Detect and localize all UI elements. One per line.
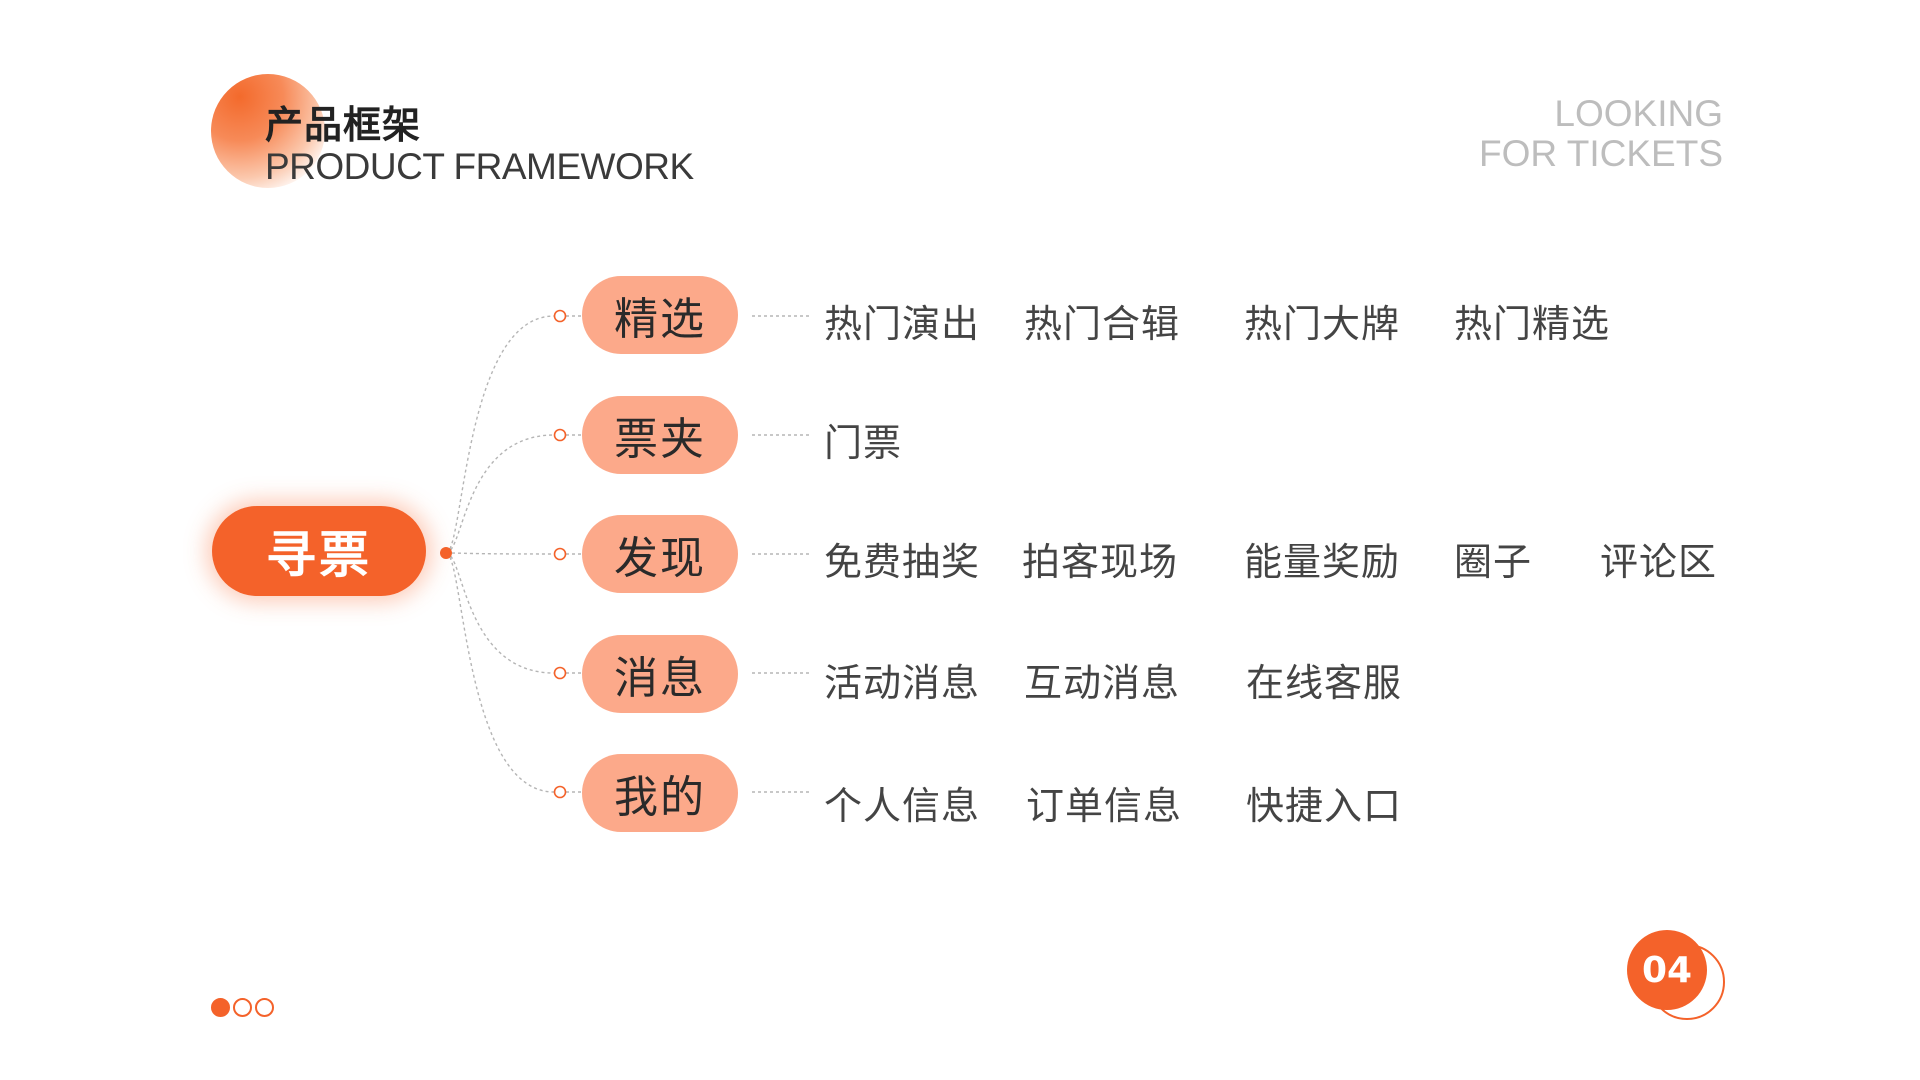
leaf-item: 免费抽奖: [824, 540, 981, 584]
leaf-item: 圈子: [1454, 540, 1533, 584]
leaf-item: 热门精选: [1454, 302, 1611, 346]
leaf-item: 热门合辑: [1024, 302, 1181, 346]
leaf-item: 个人信息: [824, 784, 981, 828]
leaf-item: 订单信息: [1026, 784, 1183, 828]
leaf-item: 拍客现场: [1022, 540, 1179, 584]
leaf-item: 快捷入口: [1246, 784, 1403, 828]
branch-connector-dot: [553, 309, 567, 323]
leaf-item: 门票: [824, 421, 903, 465]
root-node: 寻票: [212, 506, 426, 596]
leaf-item: 热门大牌: [1244, 302, 1401, 346]
branch-connector-dot: [553, 428, 567, 442]
pager-dot: [255, 998, 274, 1017]
root-connector-dot: [440, 547, 452, 559]
leaf-item: 评论区: [1600, 540, 1718, 584]
branch-connector-dot: [553, 785, 567, 799]
page-subtitle: PRODUCT FRAMEWORK: [265, 146, 694, 187]
branch-connector-dot: [553, 666, 567, 680]
root-to-branch-connector: [445, 552, 555, 555]
branch-node-3: 发现: [582, 515, 738, 593]
root-to-branch-connector: [445, 434, 555, 554]
branch-node-5: 我的: [582, 754, 738, 832]
root-to-branch-connector: [445, 552, 555, 793]
page-title: 产品框架: [265, 103, 422, 147]
branch-node-4: 消息: [582, 635, 738, 713]
branch-node-1: 精选: [582, 276, 738, 354]
page-number-badge: 04: [1627, 930, 1725, 1026]
leaf-item: 能量奖励: [1244, 540, 1401, 584]
corner-caption-line-2: FOR TICKETS: [1479, 133, 1723, 174]
corner-caption-line-1: LOOKING: [1554, 93, 1723, 134]
branch-node-2: 票夹: [582, 396, 738, 474]
leaf-item: 互动消息: [1024, 661, 1181, 705]
title-gradient-blob: [211, 74, 325, 188]
root-to-branch-connector: [445, 315, 555, 554]
leaf-item: 活动消息: [824, 661, 981, 705]
corner-caption: LOOKING FOR TICKETS: [1479, 94, 1723, 174]
pager-dot-active: [211, 998, 230, 1017]
pager-dot: [233, 998, 252, 1017]
leaf-item: 在线客服: [1246, 661, 1403, 705]
page-number: 04: [1627, 930, 1707, 1010]
branch-connector-dot: [553, 547, 567, 561]
pager-dots: [211, 998, 274, 1017]
leaf-item: 热门演出: [824, 302, 981, 346]
root-to-branch-connector: [445, 552, 555, 674]
